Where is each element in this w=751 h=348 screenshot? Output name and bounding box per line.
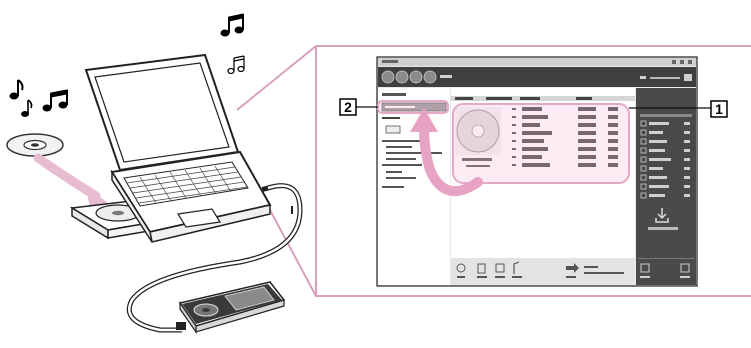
arrow-icon bbox=[33, 153, 110, 208]
laptop-icon bbox=[84, 53, 272, 243]
callout-1: 1 bbox=[452, 100, 728, 184]
callout-2-label: 2 bbox=[344, 99, 352, 115]
cd-icon bbox=[6, 133, 64, 157]
walkman-player-icon bbox=[176, 281, 286, 334]
download-icon bbox=[648, 208, 678, 230]
album-art-icon bbox=[455, 107, 501, 167]
callout-2: 2 bbox=[339, 98, 449, 116]
callout-1-label: 1 bbox=[715, 101, 723, 117]
arrow-icon bbox=[410, 108, 483, 196]
music-note-icon bbox=[9, 13, 245, 117]
usb-cable-icon bbox=[126, 183, 303, 333]
app-window-icon bbox=[376, 56, 698, 287]
